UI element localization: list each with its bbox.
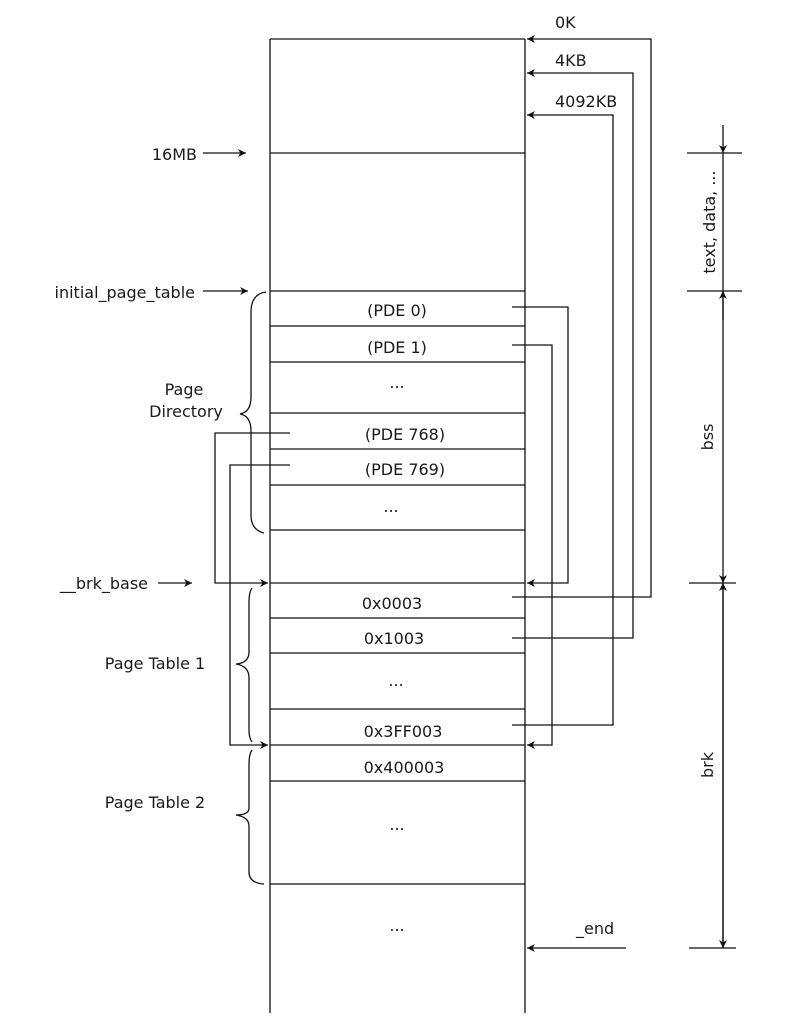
label-page-directory-2: Directory [149, 402, 223, 421]
label-brk: brk [698, 751, 717, 778]
cell-ellipsis: ... [388, 671, 403, 690]
label-brk-base: __brk_base [59, 574, 148, 594]
cell-ellipsis: ... [383, 497, 398, 516]
cell-pt1-0x0003: 0x0003 [362, 594, 422, 613]
right-pte-connectors: 0K 4KB 4092KB [512, 13, 652, 726]
label-0k: 0K [555, 13, 576, 32]
cell-pde769: (PDE 769) [365, 460, 445, 479]
pde769-to-page-table-2 [229, 464, 290, 749]
cell-pt1-0x1003: 0x1003 [364, 629, 424, 648]
cell-labels: (PDE 0) (PDE 1) ... (PDE 768) (PDE 769) … [362, 301, 445, 935]
label-bss: bss [698, 424, 717, 451]
label-4092kb: 4092KB [555, 92, 617, 111]
pte-last-to-4092kb [512, 111, 614, 726]
cell-pt1-0x3ff003: 0x3FF003 [364, 722, 443, 741]
pde0-to-page-table-1 [512, 306, 569, 587]
pde768-to-page-table-1 [214, 432, 290, 587]
label-initial-page-table: initial_page_table [55, 283, 195, 303]
label-text-data: text, data, ... [700, 170, 719, 273]
left-connectors [214, 432, 290, 749]
label-page-directory-1: Page [165, 380, 204, 399]
cell-pde768: (PDE 768) [365, 425, 445, 444]
end-marker: _end [527, 919, 626, 952]
cell-ellipsis: ... [389, 373, 404, 392]
memory-column [269, 38, 526, 1013]
left-markers: 16MB initial_page_table __brk_base [55, 145, 248, 594]
brace-page-table-2 [235, 749, 265, 885]
pde1-to-page-table-2 [512, 344, 553, 749]
right-pde-connectors [512, 306, 569, 749]
label-4kb: 4KB [555, 51, 587, 70]
section-dimensions: text, data, ... bss brk [687, 125, 742, 949]
cell-pt2-0x400003: 0x400003 [364, 758, 445, 777]
pte1-to-4kb [512, 69, 634, 639]
cell-pde1: (PDE 1) [367, 338, 427, 357]
label-page-table-1: Page Table 1 [105, 654, 205, 673]
pte0-to-0k [512, 35, 652, 598]
cell-ellipsis: ... [389, 916, 404, 935]
brace-page-directory [239, 291, 267, 534]
cell-pde0: (PDE 0) [367, 301, 427, 320]
label-end: _end [575, 919, 614, 939]
label-16mb: 16MB [152, 145, 197, 164]
cell-ellipsis: ... [389, 815, 404, 834]
group-braces: Page Directory Page Table 1 Page Table 2 [105, 291, 267, 885]
brace-page-table-1 [235, 587, 253, 743]
label-page-table-2: Page Table 2 [105, 793, 205, 812]
